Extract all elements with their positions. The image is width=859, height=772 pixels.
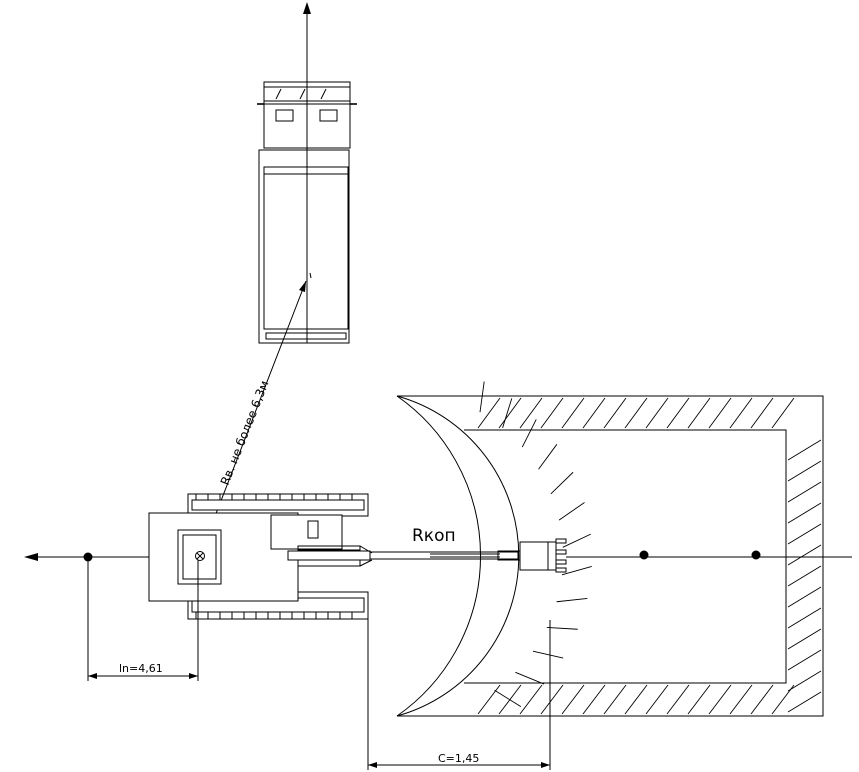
hatch-line	[624, 397, 648, 429]
hatch-line	[540, 397, 564, 429]
hatch-line	[729, 397, 753, 429]
bucket-tooth	[555, 538, 567, 544]
dimension-ln-label: ln=4,61	[119, 662, 163, 675]
hatch-line	[645, 397, 669, 429]
hatch-line	[645, 684, 669, 715]
engine-box	[177, 529, 222, 585]
hatch-line	[519, 397, 543, 429]
hatch-line	[729, 684, 753, 715]
bucket	[519, 541, 557, 571]
hatch-line	[556, 597, 588, 603]
hatch-line	[477, 684, 501, 715]
hatch-line	[561, 684, 585, 715]
excavator-cab	[270, 514, 343, 550]
hatch-line	[687, 684, 711, 715]
trench	[396, 381, 824, 717]
stick	[369, 551, 519, 560]
hatch-line	[666, 397, 690, 429]
hatch-line	[550, 471, 574, 495]
hatch-line	[708, 397, 732, 429]
hatch-line	[787, 502, 822, 524]
trench-outer-edge	[397, 395, 824, 717]
rotation-center	[195, 551, 205, 561]
dimension-c: C=1,45	[367, 619, 551, 770]
hatch-line	[624, 684, 648, 715]
hatch-line	[787, 439, 822, 461]
truck-window-left	[275, 109, 294, 122]
truck-window-right	[319, 109, 338, 122]
hatch-line	[750, 397, 774, 429]
hatch-line	[787, 523, 822, 545]
hatch-line	[787, 628, 822, 650]
cab-window	[307, 520, 319, 539]
axis-point-right	[751, 550, 761, 560]
hatch-line	[708, 684, 732, 715]
axes	[24, 2, 852, 562]
hatch-line	[582, 397, 606, 429]
hatch-line	[477, 397, 501, 429]
hatch-line	[787, 607, 822, 629]
hatch-line	[787, 565, 822, 587]
hatch-line	[787, 691, 822, 713]
dimension-c-label: C=1,45	[438, 752, 479, 765]
hatch-line	[771, 397, 795, 429]
hatch-line	[515, 671, 545, 685]
axis-point-middle	[639, 550, 649, 560]
hatch-line	[479, 381, 485, 413]
hatch-line	[502, 398, 513, 429]
hatch-line	[562, 533, 591, 548]
hatch-line	[750, 684, 774, 715]
hatch-line	[521, 419, 537, 448]
hatch-line	[787, 481, 822, 503]
hatch-line	[561, 565, 592, 576]
bucket-tooth	[555, 567, 567, 573]
hatch-line	[603, 397, 627, 429]
hatch-line	[546, 627, 578, 630]
hatch-line	[494, 689, 522, 707]
hatch-line	[519, 684, 543, 715]
hatch-line	[532, 650, 564, 659]
hatch-line	[540, 684, 564, 715]
trench-inner-edge	[464, 429, 787, 684]
hatch-line	[687, 397, 711, 429]
hatch-line	[666, 684, 690, 715]
truck-cab	[263, 81, 351, 149]
unloading-radius-label: Rв. не более 6,3м	[218, 378, 272, 487]
excavator	[148, 493, 567, 620]
hatch-line	[582, 684, 606, 715]
face-inner-arc	[396, 395, 520, 717]
hatch-line	[787, 460, 822, 482]
hatch-line	[558, 502, 585, 521]
hatch-line	[787, 670, 822, 692]
hatch-line	[561, 397, 585, 429]
bucket-tooth	[555, 549, 567, 555]
face-outer-arc	[396, 395, 481, 717]
hatch-line	[538, 444, 558, 470]
boom	[287, 550, 371, 561]
dimension-ln: ln=4,61	[87, 557, 199, 681]
hatch-line	[603, 684, 627, 715]
hatch-line	[498, 397, 522, 429]
horizontal-axis-arrow	[24, 553, 38, 561]
digging-radius-label: Rкоп	[412, 526, 456, 546]
hatch-line	[787, 586, 822, 608]
dump-truck	[257, 81, 357, 344]
truck-body	[258, 149, 350, 344]
hatch-line	[787, 649, 822, 671]
vertical-axis-arrow	[303, 2, 311, 14]
hatch-line	[787, 544, 822, 566]
bucket-tooth	[555, 559, 567, 565]
